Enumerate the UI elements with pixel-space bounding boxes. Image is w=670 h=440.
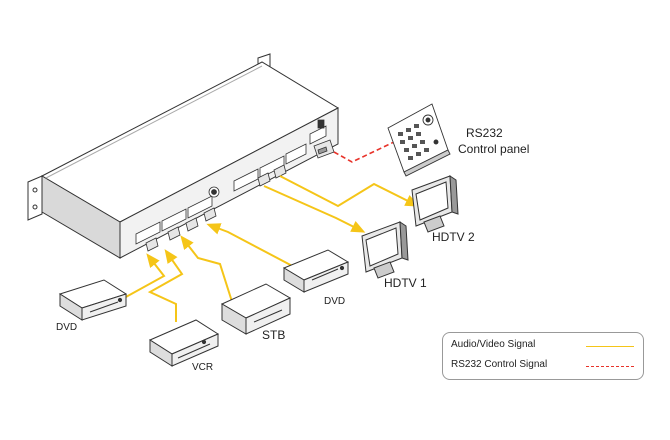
rs232-control-panel — [387, 103, 451, 177]
hdtv1-monitor — [361, 221, 409, 279]
set-top-box — [220, 283, 292, 335]
hdtv2-label: HDTV 2 — [432, 230, 475, 244]
hdtv1-label: HDTV 1 — [384, 276, 427, 290]
legend-av-label: Audio/Video Signal — [451, 339, 536, 350]
rs232-title-label: RS232 — [466, 126, 503, 140]
rs232-cable — [333, 141, 395, 163]
dvd-player-left — [58, 279, 128, 321]
av-cables — [123, 175, 420, 322]
dvd-player-right — [282, 249, 350, 293]
input-connectors — [145, 164, 287, 252]
hdtv2-monitor — [411, 175, 459, 233]
legend-rs232-line — [586, 366, 634, 367]
dvd-left-label: DVD — [56, 322, 78, 333]
legend-rs232-label: RS232 Control Signal — [451, 359, 548, 370]
stb-label: STB — [262, 328, 286, 342]
vcr-label: VCR — [192, 362, 214, 373]
rs232-subtitle-label: Control panel — [458, 142, 530, 156]
dvd-right-label: DVD — [324, 296, 346, 307]
legend: Audio/Video Signal RS232 Control Signal — [442, 332, 644, 380]
legend-av-line — [586, 346, 634, 347]
switcher-ports — [135, 119, 327, 245]
vcr-player — [148, 319, 220, 367]
